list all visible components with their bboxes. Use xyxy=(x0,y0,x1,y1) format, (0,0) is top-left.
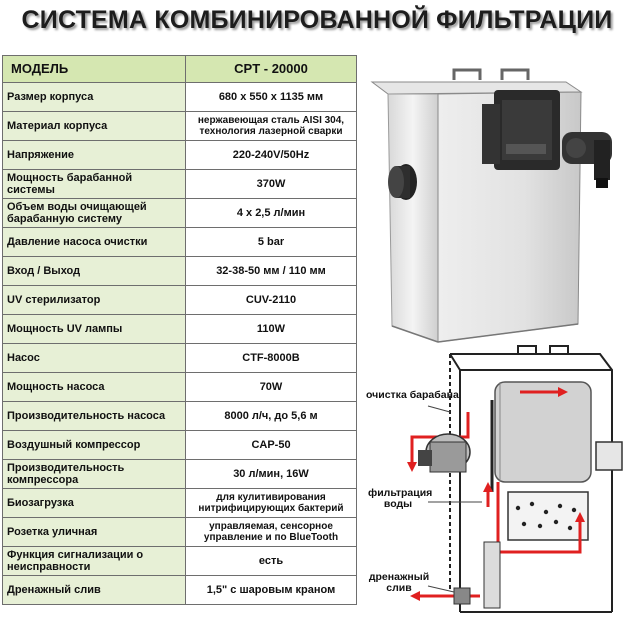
spec-label: Воздушный компрессор xyxy=(2,430,186,460)
spec-header-row: МОДЕЛЬ CPT - 20000 xyxy=(2,55,357,83)
spec-value: для кулитивирования нитрифицирующих бакт… xyxy=(185,488,357,518)
spec-value: 4 х 2,5 л/мин xyxy=(185,198,357,228)
spec-value: 32-38-50 мм / 110 мм xyxy=(185,256,357,286)
spec-label: Дренажный слив xyxy=(2,575,186,605)
spec-label: Давление насоса очистки xyxy=(2,227,186,257)
spec-value: 1,5" с шаровым краном xyxy=(185,575,357,605)
spec-value: 370W xyxy=(185,169,357,199)
spec-label: Насос xyxy=(2,343,186,373)
spec-value: 5 bar xyxy=(185,227,357,257)
spec-value: CAP-50 xyxy=(185,430,357,460)
schematic-diagram xyxy=(407,345,623,613)
drum-cleaning-label: очистка барабана xyxy=(366,389,459,401)
spec-label: Вход / Выход xyxy=(2,256,186,286)
spec-value: управляемая, сенсорное управление и по B… xyxy=(185,517,357,547)
spec-value: 220-240V/50Hz xyxy=(185,140,357,170)
spec-label: Биозагрузка xyxy=(2,488,186,518)
spec-value: 30 л/мин, 16W xyxy=(185,459,357,489)
handle-icon xyxy=(452,68,482,80)
spec-label: UV стерилизатор xyxy=(2,285,186,315)
drain-label: дренажный слив xyxy=(368,571,430,594)
spec-value: 680 x 550 x 1135 мм xyxy=(185,82,357,112)
spec-value: CUV-2110 xyxy=(185,285,357,315)
spec-label: Напряжение xyxy=(2,140,186,170)
product-photo xyxy=(370,68,612,343)
spec-label: Материал корпуса xyxy=(2,111,186,141)
spec-label: Функция сигнализации о неисправности xyxy=(2,546,186,576)
biomedia-holes xyxy=(515,501,577,531)
spec-label: Производительность компрессора xyxy=(2,459,186,489)
spec-value: есть xyxy=(185,546,357,576)
spec-label: Мощность UV лампы xyxy=(2,314,186,344)
spec-label: Производительность насоса xyxy=(2,401,186,431)
spec-value: нержавеющая сталь AISI 304, технология л… xyxy=(185,111,357,141)
spec-header-label: МОДЕЛЬ xyxy=(2,55,186,83)
spec-value: CTF-8000B xyxy=(185,343,357,373)
page-title: СИСТЕМА КОМБИНИРОВАННОЙ ФИЛЬТРАЦИИ xyxy=(21,6,613,34)
spec-label: Розетка уличная xyxy=(2,517,186,547)
spec-value: 70W xyxy=(185,372,357,402)
spec-label: Объем воды очищающей барабанную систему xyxy=(2,198,186,228)
spec-label: Размер корпуса xyxy=(2,82,186,112)
water-filtration-label: фильтрация воды xyxy=(368,487,433,510)
spec-header-value: CPT - 20000 xyxy=(185,55,357,83)
spec-label: Мощность барабанной системы xyxy=(2,169,186,199)
spec-label: Мощность насоса xyxy=(2,372,186,402)
spec-value: 8000 л/ч, до 5,6 м xyxy=(185,401,357,431)
spec-value: 110W xyxy=(185,314,357,344)
